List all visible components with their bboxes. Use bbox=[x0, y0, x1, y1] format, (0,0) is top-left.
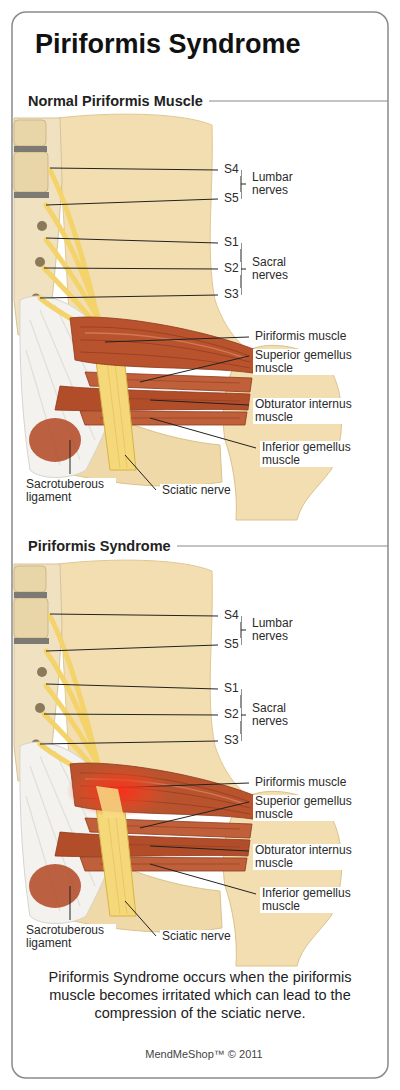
segment-label: S5 bbox=[222, 638, 241, 651]
segment-label: S1 bbox=[222, 236, 241, 249]
caption: Piriformis Syndrome occurs when the piri… bbox=[25, 968, 375, 1022]
compressed-nerve bbox=[96, 786, 124, 818]
segment-label: S5 bbox=[222, 192, 241, 205]
part-label: Inferior gemellus muscle bbox=[260, 441, 378, 467]
part-label: Obturator internus muscle bbox=[253, 844, 375, 870]
part-label: Obturator internus muscle bbox=[253, 398, 375, 424]
group-label: Sacral nerves bbox=[250, 702, 312, 728]
segment-label: S2 bbox=[222, 708, 241, 721]
part-label: Piriformis muscle bbox=[253, 330, 348, 343]
page-title: Piriformis Syndrome bbox=[35, 28, 301, 60]
segment-label: S2 bbox=[222, 262, 241, 275]
segment-label: S3 bbox=[222, 288, 241, 301]
segment-label: S1 bbox=[222, 682, 241, 695]
group-label: Sacral nerves bbox=[250, 256, 312, 282]
part-label: Sacrotuberous ligament bbox=[24, 924, 116, 950]
copyright-note: MendMeShop™ © 2011 bbox=[4, 1047, 400, 1061]
inflammation bbox=[66, 765, 170, 817]
part-label: Sciatic nerve bbox=[160, 484, 233, 497]
group-label: Lumbar nerves bbox=[250, 617, 312, 643]
section-heading: Normal Piriformis Muscle bbox=[28, 92, 209, 110]
segment-label: S4 bbox=[222, 163, 241, 176]
part-label: Sciatic nerve bbox=[160, 930, 233, 943]
part-label: Inferior gemellus muscle bbox=[260, 887, 378, 913]
part-label: Sacrotuberous ligament bbox=[24, 478, 116, 504]
group-label: Lumbar nerves bbox=[250, 171, 312, 197]
segment-label: S3 bbox=[222, 734, 241, 747]
segment-label: S4 bbox=[222, 609, 241, 622]
part-label: Superior gemellus muscle bbox=[253, 349, 371, 375]
card-border bbox=[12, 12, 388, 1078]
section-heading: Piriformis Syndrome bbox=[28, 537, 177, 555]
part-label: Superior gemellus muscle bbox=[253, 795, 371, 821]
part-label: Piriformis muscle bbox=[253, 776, 348, 789]
